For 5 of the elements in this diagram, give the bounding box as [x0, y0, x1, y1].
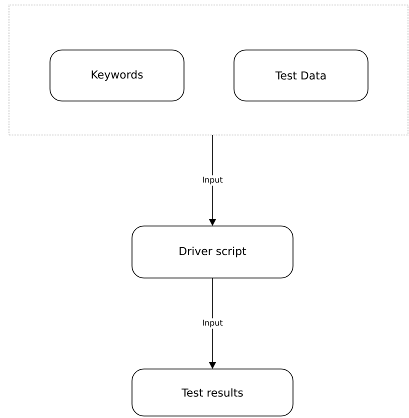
- process-box: Keywords: [50, 50, 184, 102]
- process-box: Driver script: [132, 226, 294, 278]
- process-box: Test results: [132, 368, 294, 416]
- process-box: Test Data: [234, 50, 368, 102]
- group-frame: [8, 4, 408, 136]
